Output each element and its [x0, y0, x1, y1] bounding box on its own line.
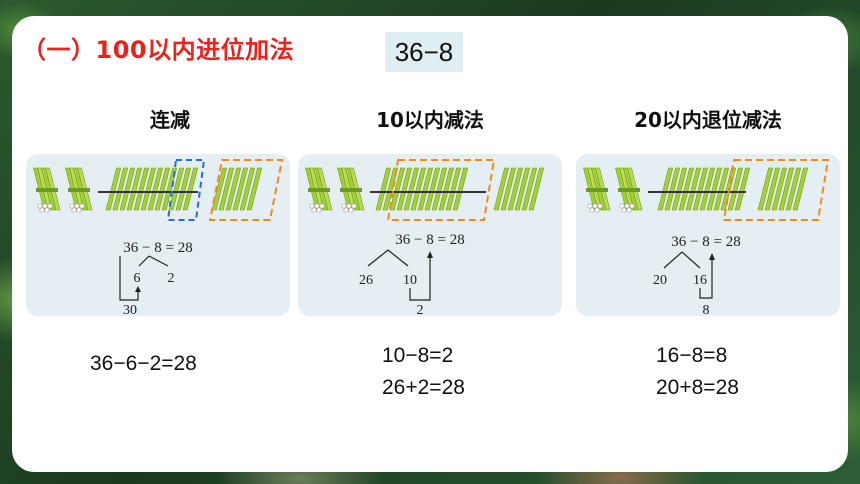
loose-stick-group	[493, 167, 545, 211]
decomposition-line	[387, 249, 409, 267]
stick-diagram: 36 − 8 = 28 26 10 2	[305, 159, 545, 316]
result-within-20: 16−8=8 20+8=28	[656, 340, 739, 404]
ten-bundle	[33, 167, 61, 213]
arrow-icon	[427, 251, 433, 258]
result-within-10: 10−8=2 26+2=28	[382, 340, 465, 404]
split-right: 16	[693, 273, 707, 288]
ten-bundle	[583, 167, 611, 213]
result-line: 36−6−2=28	[90, 352, 197, 375]
loose-stick-group	[375, 167, 469, 211]
highlight-box-orange	[722, 159, 830, 221]
result-line: 16−8=8	[656, 344, 728, 367]
loose-stick-group	[657, 167, 751, 211]
ten-bundle	[337, 167, 365, 213]
highlight-box-orange	[208, 159, 284, 221]
intermediate-result: 2	[417, 303, 424, 316]
decomposition-line	[148, 255, 169, 267]
method-card-within-10: 36 − 8 = 28 26 10 2	[298, 154, 562, 316]
split-left: 6	[134, 271, 141, 286]
problem-expression: 36−8	[385, 32, 463, 72]
loose-stick-group	[211, 167, 263, 211]
arrow-icon	[135, 286, 141, 292]
equation: 36 − 8 = 28	[671, 234, 740, 250]
ten-bundle	[615, 167, 643, 213]
ten-bundle	[305, 167, 333, 213]
split-left: 20	[653, 273, 667, 288]
decomposition-line	[409, 258, 431, 301]
stick-diagram: 36 − 8 = 28 6 2 30	[33, 159, 284, 316]
stick-diagram: 36 − 8 = 28 20 16 8	[583, 159, 830, 316]
split-right: 2	[168, 271, 175, 286]
decomposition-line	[119, 256, 139, 301]
loose-stick-group	[757, 167, 809, 211]
loose-stick-group	[105, 167, 199, 211]
method-heading-consecutive: 连减	[150, 108, 190, 132]
result-consecutive: 36−6−2=28	[90, 348, 197, 380]
decomposition-line	[681, 251, 701, 269]
equation: 36 − 8 = 28	[395, 232, 464, 248]
highlight-box-orange	[386, 159, 496, 221]
method-card-consecutive: 36 − 8 = 28 6 2 30	[26, 154, 290, 316]
decomposition-line	[699, 260, 713, 299]
arrow-icon	[709, 253, 715, 260]
split-left: 26	[359, 273, 373, 288]
intermediate-result: 8	[703, 303, 710, 316]
method-heading-within-20: 20以内退位减法	[634, 108, 782, 132]
result-line: 20+8=28	[656, 376, 739, 399]
result-line: 26+2=28	[382, 376, 465, 399]
ten-bundle	[65, 167, 93, 213]
page-title: （一）100以内进位加法	[22, 36, 295, 64]
intermediate-result: 30	[123, 303, 137, 316]
result-line: 10−8=2	[382, 344, 454, 367]
equation: 36 − 8 = 28	[123, 240, 192, 256]
method-card-within-20: 36 − 8 = 28 20 16 8	[576, 154, 840, 316]
decomposition-line	[138, 255, 150, 267]
split-right: 10	[403, 273, 417, 288]
decomposition-line	[663, 251, 683, 269]
decomposition-line	[367, 249, 389, 267]
method-heading-within-10: 10以内减法	[376, 108, 484, 132]
